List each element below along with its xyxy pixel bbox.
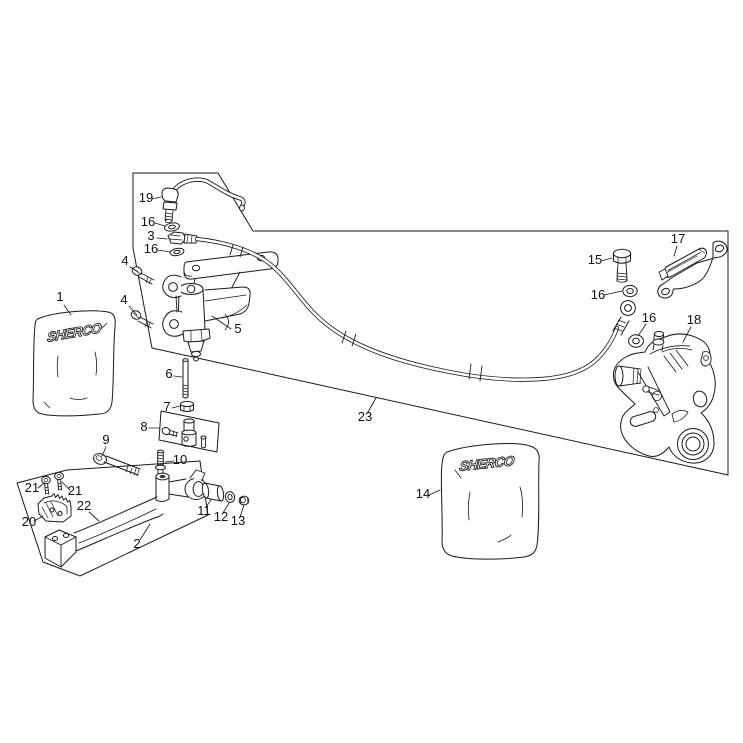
part-label-10: 10 bbox=[173, 452, 187, 467]
part-label-1: 1 bbox=[56, 289, 63, 304]
washer-16-lower-right bbox=[628, 334, 644, 348]
part-label-16-b: 16 bbox=[144, 241, 158, 256]
brand-logo-right-pouch: SHERCO bbox=[459, 453, 516, 474]
part-label-17: 17 bbox=[671, 231, 685, 246]
part-label-23: 23 bbox=[358, 409, 372, 424]
part-label-7: 7 bbox=[163, 399, 170, 414]
part-label-16-c: 16 bbox=[591, 287, 605, 302]
part-label-9: 9 bbox=[102, 432, 109, 447]
washer-16-upper-right bbox=[622, 284, 638, 298]
washer-16-lower-left bbox=[169, 247, 185, 257]
washer-12-drawing bbox=[224, 491, 236, 503]
part-label-14: 14 bbox=[416, 486, 430, 501]
bolt-21-right bbox=[54, 471, 64, 491]
part-label-12: 12 bbox=[214, 509, 228, 524]
lock-nut-drawing bbox=[180, 400, 194, 412]
part-label-16-a: 16 bbox=[141, 214, 155, 229]
part-label-8: 8 bbox=[140, 419, 147, 434]
nut-13-drawing bbox=[238, 495, 250, 506]
pedal-tip-drawing bbox=[37, 493, 72, 523]
banjo-bolt-15-drawing bbox=[612, 248, 632, 283]
part-label-11: 11 bbox=[197, 503, 211, 518]
part-label-5: 5 bbox=[234, 321, 241, 336]
brake-caliper-drawing bbox=[613, 330, 716, 464]
brake-hose-drawing bbox=[194, 236, 636, 382]
tool-pouch-right-drawing bbox=[440, 443, 540, 560]
part-label-2: 2 bbox=[133, 536, 140, 551]
hose-fitting-drawing bbox=[167, 231, 198, 245]
bolt-4-lower bbox=[130, 310, 154, 329]
pivot-bolt-drawing bbox=[93, 453, 141, 477]
push-rod-drawing bbox=[182, 358, 189, 399]
part-label-13: 13 bbox=[231, 513, 245, 528]
part-label-18: 18 bbox=[687, 312, 701, 327]
reservoir-banjo-elbow-drawing bbox=[161, 177, 246, 223]
part-label-22: 22 bbox=[77, 498, 91, 513]
washer-16-upper-left bbox=[164, 222, 180, 232]
part-label-19: 19 bbox=[139, 190, 153, 205]
leader-lines bbox=[33, 196, 692, 541]
clevis-kit-drawing bbox=[161, 418, 207, 449]
master-cylinder-drawing bbox=[162, 251, 279, 362]
part-label-3: 3 bbox=[147, 228, 154, 243]
main-frame-outline bbox=[132, 172, 729, 476]
part-label-6: 6 bbox=[165, 366, 172, 381]
part-label-16-d: 16 bbox=[642, 310, 656, 325]
part-label-4-upper: 4 bbox=[121, 253, 128, 268]
brake-pedal-drawing bbox=[44, 469, 208, 568]
tool-pouch-left-drawing bbox=[32, 310, 116, 417]
stud-bolt-drawing bbox=[155, 449, 166, 480]
part-label-4-lower: 4 bbox=[120, 292, 127, 307]
part-label-20: 20 bbox=[22, 514, 36, 529]
part-label-21-left: 21 bbox=[25, 480, 39, 495]
bolt-21-left bbox=[41, 475, 51, 495]
part-label-21-right: 21 bbox=[68, 483, 82, 498]
bushing-drawing bbox=[201, 482, 225, 502]
brake-pads-drawing bbox=[657, 240, 728, 299]
part-label-15: 15 bbox=[588, 252, 602, 267]
